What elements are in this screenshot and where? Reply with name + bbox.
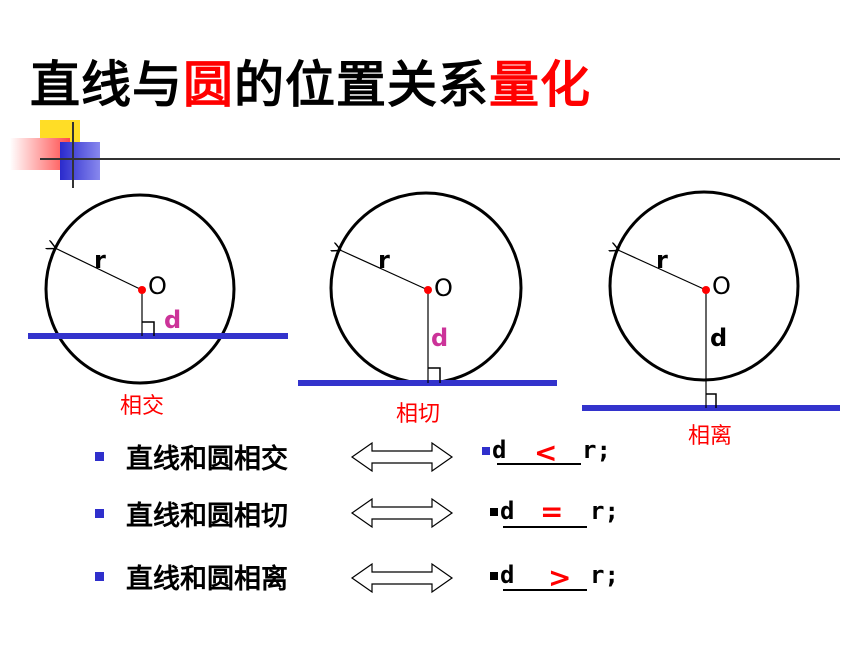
- bullet-icon: [95, 508, 104, 518]
- row-text-separate: 直线和圆相离: [126, 563, 288, 595]
- relation-d-3: d: [500, 561, 515, 589]
- caption-separate: 相离: [688, 424, 733, 449]
- caption-tangent: 相切: [396, 402, 441, 427]
- radius-label-1: r: [94, 246, 106, 274]
- circle-1: [44, 193, 236, 385]
- title-part-3: 的位置关系: [234, 56, 489, 114]
- relation-d-2: d: [500, 497, 515, 525]
- double-arrow-2: [350, 497, 454, 529]
- title-part-1: 直线与: [30, 56, 183, 114]
- relation-symbol-less: <: [534, 436, 558, 469]
- relation-r-2: r;: [590, 497, 619, 525]
- right-angle-1: [142, 321, 155, 336]
- center-dot-3: [702, 286, 710, 294]
- radius-label-3: r: [656, 246, 668, 274]
- radius-1: [55, 248, 143, 291]
- center-label-1: O: [148, 272, 167, 300]
- relation-d-1: d: [492, 436, 507, 464]
- page-title: 直线与圆的位置关系量化: [30, 60, 591, 110]
- distance-label-1: d: [164, 306, 182, 334]
- row-text-tangent: 直线和圆相切: [126, 500, 288, 532]
- right-angle-2: [428, 367, 441, 383]
- relation-intersect: d < r;: [482, 436, 611, 469]
- bullet-icon: [490, 572, 498, 580]
- radius-3: [618, 250, 707, 291]
- center-dot-2: [424, 286, 432, 294]
- double-arrow-3: [350, 562, 454, 594]
- list-item-separate: 直线和圆相离: [95, 556, 288, 596]
- center-label-3: O: [712, 272, 731, 300]
- center-dot-1: [138, 286, 146, 294]
- list-item-tangent: 直线和圆相切: [95, 493, 288, 533]
- title-part-circle: 圆: [183, 56, 234, 114]
- right-angle-3: [706, 393, 717, 408]
- list-item-intersect: 直线和圆相交: [95, 436, 288, 476]
- center-label-2: O: [434, 274, 453, 302]
- circle-3: [608, 190, 800, 382]
- title-part-quantify: 量化: [489, 56, 591, 114]
- diagram-intersect: [28, 193, 288, 385]
- relation-r-1: r;: [582, 436, 611, 464]
- diagram-separate: [582, 190, 840, 411]
- relation-symbol-greater: >: [548, 561, 572, 594]
- row-text-intersect: 直线和圆相交: [126, 443, 288, 475]
- bullet-icon: [95, 571, 104, 581]
- relation-r-3: r;: [590, 561, 619, 589]
- relation-tangent: d = r;: [490, 495, 619, 528]
- title-decoration: [10, 110, 840, 190]
- relation-symbol-equal: =: [540, 495, 564, 528]
- underline-3: [503, 589, 587, 591]
- diagram-tangent: [298, 191, 557, 386]
- underline-1: [497, 463, 581, 465]
- radius-label-2: r: [378, 246, 390, 274]
- bullet-icon: [482, 447, 490, 455]
- caption-intersect: 相交: [120, 394, 165, 419]
- double-arrow-1: [350, 441, 454, 473]
- relation-separate: d > r;: [490, 561, 619, 594]
- bullet-icon: [490, 508, 498, 516]
- bullet-icon: [95, 451, 104, 461]
- distance-label-2: d: [431, 324, 449, 352]
- underline-2: [503, 526, 587, 528]
- radius-2: [340, 250, 429, 291]
- distance-label-3: d: [710, 324, 728, 352]
